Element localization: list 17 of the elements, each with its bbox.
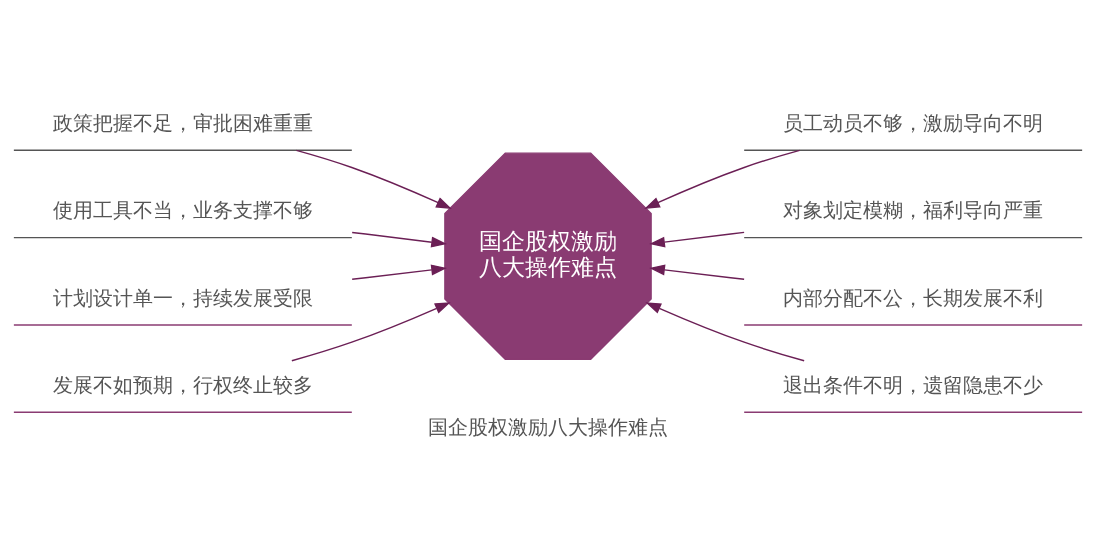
node-text: 发展不如预期，行权终止较多 xyxy=(52,372,313,397)
caption: 国企股权激励八大操作难点 xyxy=(428,415,668,440)
node-text: 内部分配不公，长期发展不利 xyxy=(783,285,1044,310)
arrow xyxy=(644,149,801,209)
arrow xyxy=(295,149,452,209)
arrow xyxy=(645,302,805,362)
node-text: 对象划定模糊，福利导向严重 xyxy=(783,198,1044,223)
arrow xyxy=(649,264,745,281)
arrow xyxy=(351,264,447,280)
node-text: 使用工具不当，业务支撑不够 xyxy=(52,198,313,223)
node-text: 政策把握不足，审批困难重重 xyxy=(52,110,313,135)
node-text: 员工动员不够，激励导向不明 xyxy=(783,110,1044,135)
node-text: 退出条件不明，遗留隐患不少 xyxy=(783,372,1044,397)
node-text: 计划设计单一，持续发展受限 xyxy=(52,285,313,310)
arrow xyxy=(291,302,451,362)
arrow xyxy=(351,231,447,248)
arrow xyxy=(649,231,745,248)
